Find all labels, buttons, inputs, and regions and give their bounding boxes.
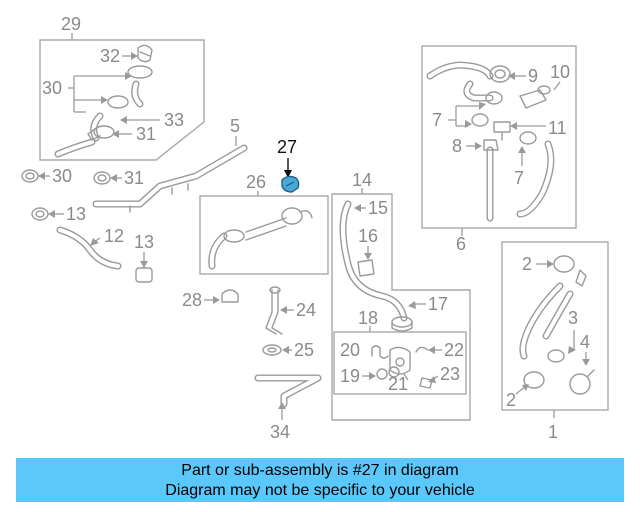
callout-16: 16 [358,226,378,246]
part-31-clamp-box [87,125,115,141]
callout-27: 27 [277,137,297,157]
part-housing-18 [389,346,411,375]
group-box-14 [331,193,471,421]
part-24-line [265,286,283,335]
callout-10: 10 [550,62,570,82]
callout-28: 28 [182,290,202,310]
callout-21: 21 [388,374,408,394]
group-box-18 [333,331,467,395]
callout-13b: 13 [134,232,154,252]
group-box-26 [199,195,329,275]
callout-26: 26 [246,172,266,192]
callout-23: 23 [440,364,460,384]
part-16-bracket [357,259,375,277]
part-10-fitting [519,85,551,109]
part-23-sensor [419,377,433,389]
callout-34: 34 [270,422,290,442]
callout-20: 20 [340,340,360,360]
part-11-tee [493,121,511,141]
callout-31b: 31 [124,168,144,188]
part-30-clamp [21,169,39,183]
group-box-1 [501,241,609,411]
part-3-clamp [547,349,565,363]
callout-17: 17 [428,294,448,314]
callout-6: 6 [456,234,466,254]
part-34-pipe [254,374,322,408]
part-15-hose [339,200,408,322]
group-box-6 [421,45,577,229]
callout-33: 33 [164,110,184,130]
banner-line-2: Diagram may not be specific to your vehi… [165,482,475,499]
callout-13: 13 [66,204,86,224]
part-1-hose [519,269,587,360]
part-26-assembly [208,207,313,270]
part-17-cap [391,316,413,332]
callout-31a: 31 [136,124,156,144]
group-box-29 [39,39,205,161]
part-7-clamp-b [519,131,537,145]
banner-line-1: Part or sub-assembly is #27 in diagram [181,462,459,479]
callout-7a: 7 [432,110,442,130]
callout-29: 29 [61,14,81,34]
info-banner: Part or sub-assembly is #27 in diagram D… [16,458,624,502]
callout-30a: 30 [42,78,62,98]
callout-2b: 2 [506,390,516,410]
callout-3: 3 [568,308,578,328]
part-30-hose-upper [54,65,153,158]
part-2-clamp-a [553,255,575,273]
part-25-washer [262,344,282,356]
callout-12: 12 [104,226,124,246]
callout-14: 14 [352,170,372,190]
part-8-connector [483,139,499,151]
callout-1: 1 [548,422,558,442]
part-6-hoses [426,61,555,222]
callout-18: 18 [358,308,378,328]
part-22-clip [415,346,429,353]
part-2-clamp-b [523,371,545,389]
part-31-clamp [93,171,111,185]
callout-11: 11 [548,118,567,138]
part-32-clamp [137,44,153,63]
callout-22: 22 [444,340,464,360]
callout-30b: 30 [52,166,72,186]
part-13-clamp [31,207,49,221]
callout-7b: 7 [514,168,524,188]
callout-8: 8 [452,136,462,156]
callout-15: 15 [368,198,388,218]
part-5-pipe [92,144,248,213]
callout-25: 25 [294,340,314,360]
callout-2a: 2 [522,254,532,274]
callout-9: 9 [528,66,538,86]
part-20-tube [371,345,389,359]
callout-19: 19 [340,366,360,386]
part-27-highlighted [281,175,300,193]
callout-4: 4 [580,332,590,352]
part-4-sensor [569,369,595,395]
part-13-cap [135,267,153,283]
part-19-orings [376,366,400,380]
part-9-clamp [489,65,511,83]
part-28-clip [221,289,239,303]
callout-32: 32 [100,46,120,66]
callout-5: 5 [230,116,240,136]
part-12-hose [56,226,122,270]
part-7-clamp-a [471,91,503,127]
callout-24: 24 [296,300,316,320]
